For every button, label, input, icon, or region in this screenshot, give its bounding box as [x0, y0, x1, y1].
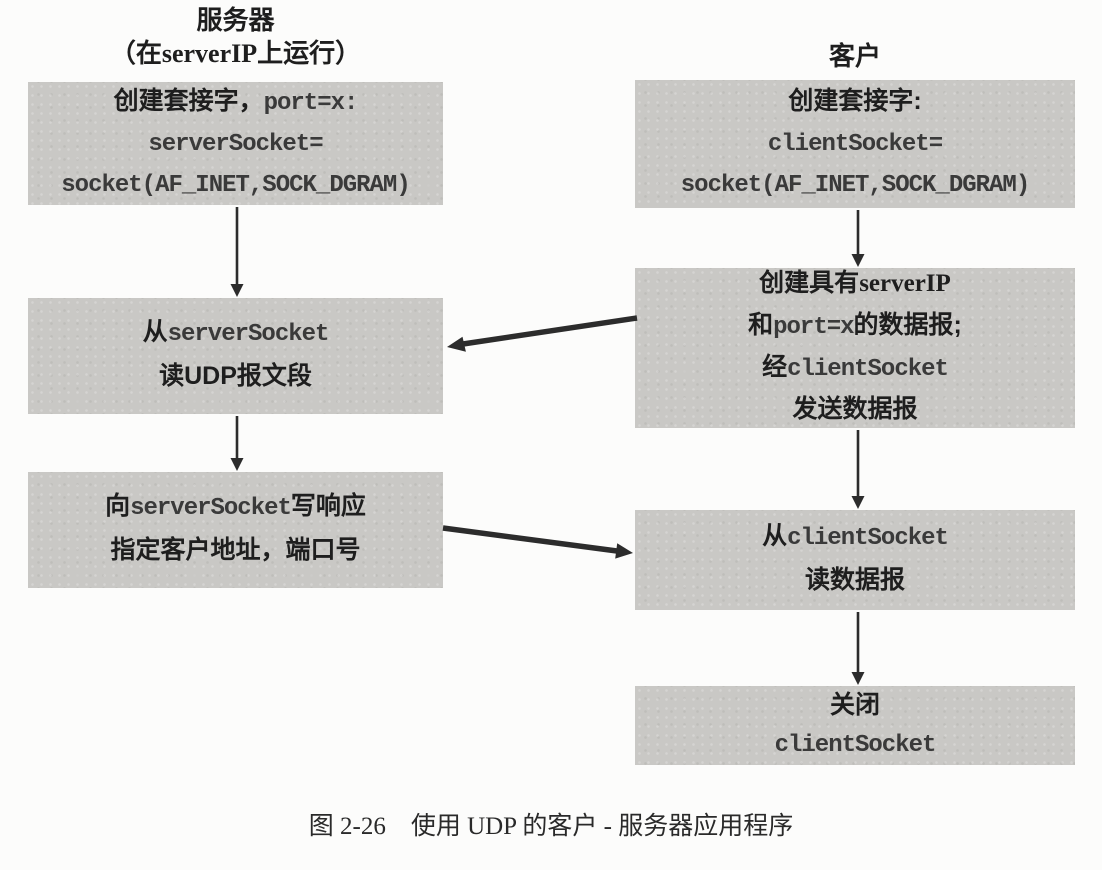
server-title: 服务器	[196, 6, 275, 35]
down-arrow-icon	[851, 210, 865, 267]
box-text-line: 指定客户地址，端口号	[110, 536, 361, 564]
box-text-line: clientSocket=	[767, 131, 943, 158]
box-text-line: socket(AF_INET,SOCK_DGRAM)	[680, 172, 1030, 199]
down-arrow-icon	[230, 207, 244, 297]
right-arrow-icon	[442, 525, 633, 559]
box-text-line: 关闭	[829, 690, 880, 719]
server-box-read-udp-segment: 从serverSocket 读UDP报文段	[28, 298, 443, 414]
server-box-create-socket: 创建套接字，port=x: serverSocket= socket(AF_IN…	[28, 82, 443, 205]
box-text-line: 经clientSocket	[762, 353, 949, 383]
box-text-line: 读UDP报文段	[159, 362, 312, 390]
server-column-header: 服务器 （在serverIP上运行）	[28, 4, 443, 70]
figure-caption: 图 2-26 使用 UDP 的客户 - 服务器应用程序	[308, 813, 794, 840]
down-arrow-icon	[851, 612, 865, 685]
box-text-line: 发送数据报	[792, 395, 918, 423]
box-text-line: 从clientSocket	[762, 522, 949, 552]
box-text-line: 和port=x的数据报;	[748, 311, 962, 341]
left-arrow-icon	[447, 315, 638, 352]
box-text-line: 向serverSocket写响应	[105, 492, 366, 522]
box-text-line: clientSocket	[774, 731, 937, 759]
client-box-close-socket: 关闭 clientSocket	[635, 686, 1075, 765]
client-box-create-datagram: 创建具有serverIP 和port=x的数据报; 经clientSocket …	[635, 268, 1075, 428]
box-text-line: 读数据报	[804, 566, 905, 594]
down-arrow-icon	[851, 430, 865, 509]
client-box-create-socket: 创建套接字: clientSocket= socket(AF_INET,SOCK…	[635, 80, 1075, 208]
box-text-line: serverSocket=	[148, 130, 323, 158]
client-box-read-datagram: 从clientSocket 读数据报	[635, 510, 1075, 610]
box-text-line: 创建套接字:	[788, 87, 922, 115]
client-title: 客户	[828, 42, 881, 71]
box-text-line: 从serverSocket	[142, 318, 330, 348]
box-text-line: 创建套接字，port=x:	[113, 86, 359, 117]
server-subtitle: （在serverIP上运行）	[109, 39, 362, 68]
client-column-header: 客户	[635, 40, 1075, 73]
box-text-line: 创建具有serverIP	[759, 269, 951, 297]
box-text-line: socket(AF_INET,SOCK_DGRAM)	[61, 171, 410, 199]
server-box-write-reply: 向serverSocket写响应 指定客户地址，端口号	[28, 472, 443, 588]
down-arrow-icon	[230, 416, 244, 471]
